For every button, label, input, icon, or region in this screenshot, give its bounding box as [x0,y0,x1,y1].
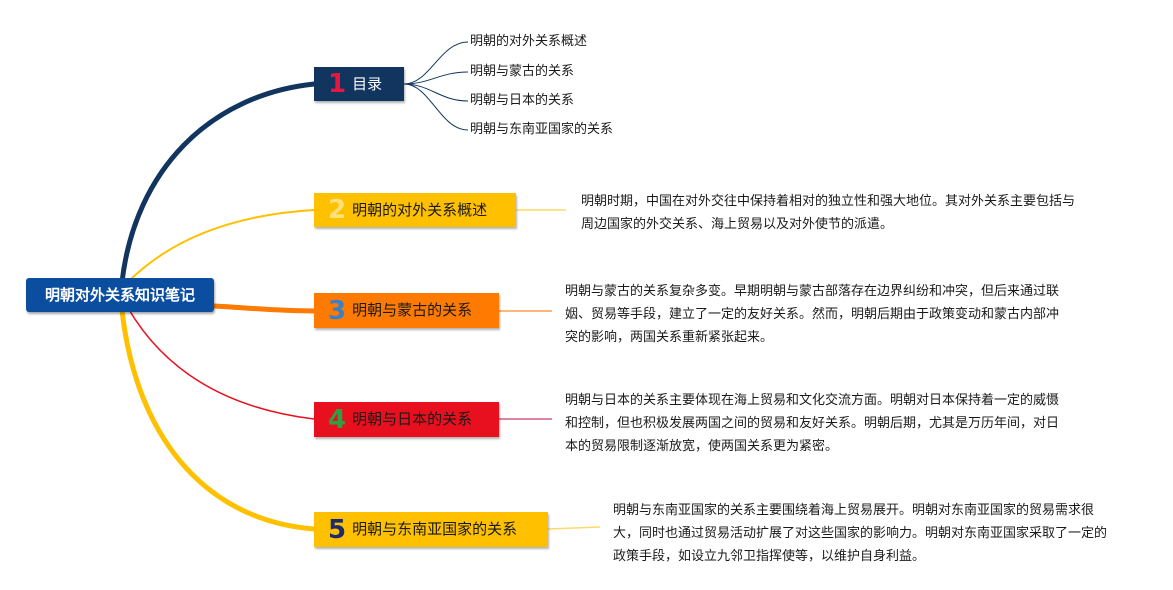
topic-number: 2 [328,195,347,225]
toc-item-4[interactable]: 明朝与东南亚国家的关系 [470,122,614,137]
description-overview: 明朝时期，中国在对外交往中保持着相对的独立性和强大地位。其对外关系主要包括与周边… [581,194,1076,232]
topic-node-3[interactable]: 3 明朝与蒙古的关系 [314,293,499,328]
branch-topic-1 [119,81,317,285]
topic-label: 明朝与东南亚国家的关系 [352,520,518,538]
topic-node-5[interactable]: 5 明朝与东南亚国家的关系 [314,512,548,547]
topic-number: 5 [328,514,347,545]
topic-label: 明朝与日本的关系 [352,410,473,428]
branch-topic-4 [127,307,315,420]
topic-node-2[interactable]: 2 明朝的对外关系概述 [314,193,516,227]
toc-item-3[interactable]: 明朝与日本的关系 [470,93,575,108]
description-southeast-asia: 明朝与东南亚国家的关系主要围绕着海上贸易展开。明朝对东南亚国家的贸易需求很大，同… [613,503,1108,564]
topic-number: 3 [328,295,347,326]
topic-number: 4 [328,404,347,435]
topic-label: 明朝与蒙古的关系 [352,301,473,319]
root-node[interactable]: 明朝对外关系知识笔记 [26,278,214,312]
topic-node-1[interactable]: 1 目录 [314,67,404,101]
toc-item-1[interactable]: 明朝的对外关系概述 [470,34,588,49]
toc-link-2 [403,71,469,85]
topic-label: 目录 [352,74,383,93]
toc-link-4 [403,83,469,131]
toc-link-3 [403,83,469,102]
topic-node-4[interactable]: 4 明朝与日本的关系 [314,402,499,437]
branch-topic-2 [127,209,315,283]
description-japan: 明朝与日本的关系主要体现在海上贸易和文化交流方面。明朝对日本保持着一定的威慑和控… [565,393,1060,454]
description-mongolia: 明朝与蒙古的关系复杂多变。早期明朝与蒙古部落存在边界纠纷和冲突，但后来通过联姻、… [565,284,1060,345]
toc-item-2[interactable]: 明朝与蒙古的关系 [470,64,575,79]
desc-link-5 [547,526,601,530]
branch-topic-5 [119,307,317,532]
branch-topic-3 [213,303,315,314]
topic-number: 1 [328,69,347,99]
toc-link-1 [403,41,469,85]
topic-label: 明朝的对外关系概述 [352,200,488,219]
